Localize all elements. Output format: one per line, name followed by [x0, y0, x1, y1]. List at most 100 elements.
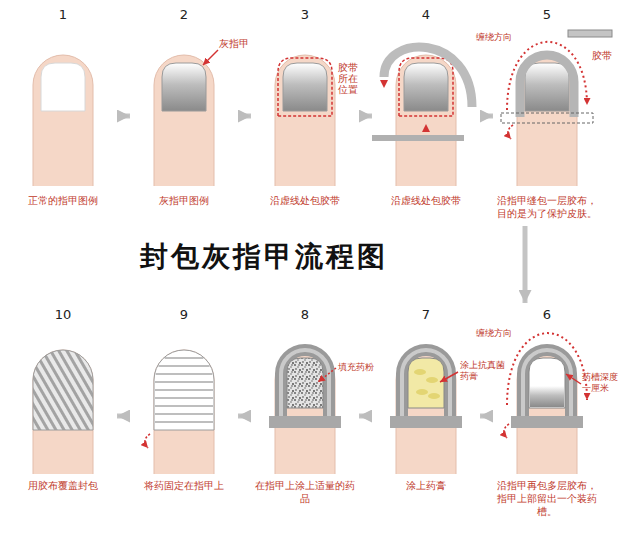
- finger-figure: [145, 350, 214, 474]
- tape-layers: [402, 350, 450, 420]
- tape-line: [155, 413, 213, 415]
- step-number: 3: [301, 6, 309, 24]
- tape-band: [269, 416, 341, 428]
- step-number: 7: [422, 306, 430, 324]
- tape-line: [156, 373, 213, 375]
- diagram-title: 封包灰指甲流程图: [140, 240, 388, 274]
- annotation-label: 灰指甲: [219, 38, 253, 49]
- step-box: 2灰指甲图例: [132, 6, 236, 207]
- red-dotted-curl: [145, 434, 150, 448]
- red-arrow: [380, 80, 388, 88]
- annotation-label: 药槽深度一厘米: [582, 372, 620, 394]
- step-box: 10用胶布覆盖封包: [11, 306, 115, 492]
- flow-arrow: [359, 414, 372, 419]
- finger: [517, 55, 577, 186]
- tape-sample: [568, 30, 612, 37]
- finger-figure: [275, 55, 335, 186]
- step-number: 5: [543, 6, 551, 24]
- step-caption: 正常的指甲图例: [11, 194, 115, 207]
- finger-figure: [390, 350, 462, 474]
- red-dotted-curl: [504, 424, 509, 438]
- drug-slot: [287, 358, 323, 408]
- ointment-blob: [414, 369, 426, 375]
- tape-layers: [281, 350, 329, 420]
- finger-figure: [33, 350, 93, 474]
- finger: [154, 55, 214, 186]
- step-caption: 在指甲上涂上适量的药品: [253, 479, 357, 505]
- tape-outline: [399, 58, 453, 116]
- step-number: 10: [55, 306, 72, 324]
- tape-layers: [402, 350, 450, 420]
- finger-figure: [372, 47, 472, 186]
- tape-line: [155, 397, 213, 399]
- ointment-blob: [428, 393, 440, 399]
- flow-arrow: [238, 114, 251, 119]
- step-box: 7 涂上药膏: [374, 306, 478, 492]
- grey-nail: [404, 63, 448, 111]
- finger-figure: [504, 333, 587, 474]
- tape-layers: [523, 350, 571, 420]
- finger: [154, 350, 214, 474]
- step-box: 9 将药固定在指甲上: [132, 306, 236, 492]
- tape-wrap: [154, 350, 214, 430]
- annotation-label: 填充药粉: [338, 362, 376, 373]
- step-caption: 将药固定在指甲上: [132, 479, 236, 492]
- step-box: 1 正常的指甲图例: [11, 6, 115, 207]
- flow-arrow: [523, 226, 528, 303]
- annotation-label: 胶带: [592, 50, 614, 61]
- leader-line: [318, 368, 336, 382]
- tape-outline: [278, 58, 332, 116]
- tape-layers: [281, 350, 329, 420]
- finger: [396, 55, 456, 186]
- tape-layers: [523, 350, 571, 420]
- drug-slot: [529, 358, 565, 408]
- red-dotted-curl: [508, 125, 513, 139]
- tape-wrap: [33, 350, 93, 430]
- tape-line: [155, 405, 213, 407]
- red-arrow: [422, 124, 430, 132]
- finger: [33, 350, 93, 474]
- tape-band-outline: [501, 113, 593, 123]
- tape-band: [390, 416, 462, 428]
- nail-part: [530, 386, 564, 407]
- nail: [41, 63, 85, 111]
- finger: [517, 350, 577, 474]
- ointment-blob: [416, 389, 428, 395]
- wind-direction-arc: [507, 42, 587, 110]
- grey-nail: [162, 63, 206, 111]
- finger: [33, 55, 93, 186]
- finger: [275, 350, 335, 474]
- annotation-label: 涂上抗真菌药膏: [460, 360, 507, 382]
- flow-arrow: [359, 114, 372, 119]
- step-box: 4 沿虚线处包胶带: [374, 6, 478, 207]
- tape-line: [155, 381, 213, 383]
- finger-figure: [269, 350, 341, 474]
- step-caption: 涂上药膏: [374, 479, 478, 492]
- flow-arrow: [117, 114, 130, 119]
- tape-layer: [520, 55, 574, 117]
- tape-line: [158, 365, 209, 367]
- step-number: 1: [59, 6, 67, 24]
- tape-line: [155, 421, 213, 423]
- drug-slot: [408, 358, 444, 408]
- grey-nail: [525, 63, 569, 111]
- tape-strip: [384, 47, 472, 107]
- step-number: 6: [543, 306, 551, 324]
- annotation-label: 胶带所在位置: [338, 62, 359, 95]
- step-number: 9: [180, 306, 188, 324]
- finger: [396, 350, 456, 474]
- annotation-label: 缠绕方向: [476, 32, 514, 43]
- step-number: 8: [301, 306, 309, 324]
- step-box: 3 沿虚线处包胶带: [253, 6, 357, 207]
- step-box: 8 在指甲上涂上适量的药品: [253, 306, 357, 505]
- finger: [275, 55, 335, 186]
- tape-band: [511, 416, 583, 428]
- wind-direction-arc: [507, 333, 587, 405]
- step-caption: 沿指甲再包多层胶布，指甲上部留出一个装药槽。: [495, 479, 599, 518]
- step-number: 4: [422, 6, 430, 24]
- step-caption: 沿虚线处包胶带: [374, 194, 478, 207]
- flow-arrow: [238, 414, 251, 419]
- step-caption: 沿虚线处包胶带: [253, 194, 357, 207]
- ointment-blob: [426, 377, 438, 383]
